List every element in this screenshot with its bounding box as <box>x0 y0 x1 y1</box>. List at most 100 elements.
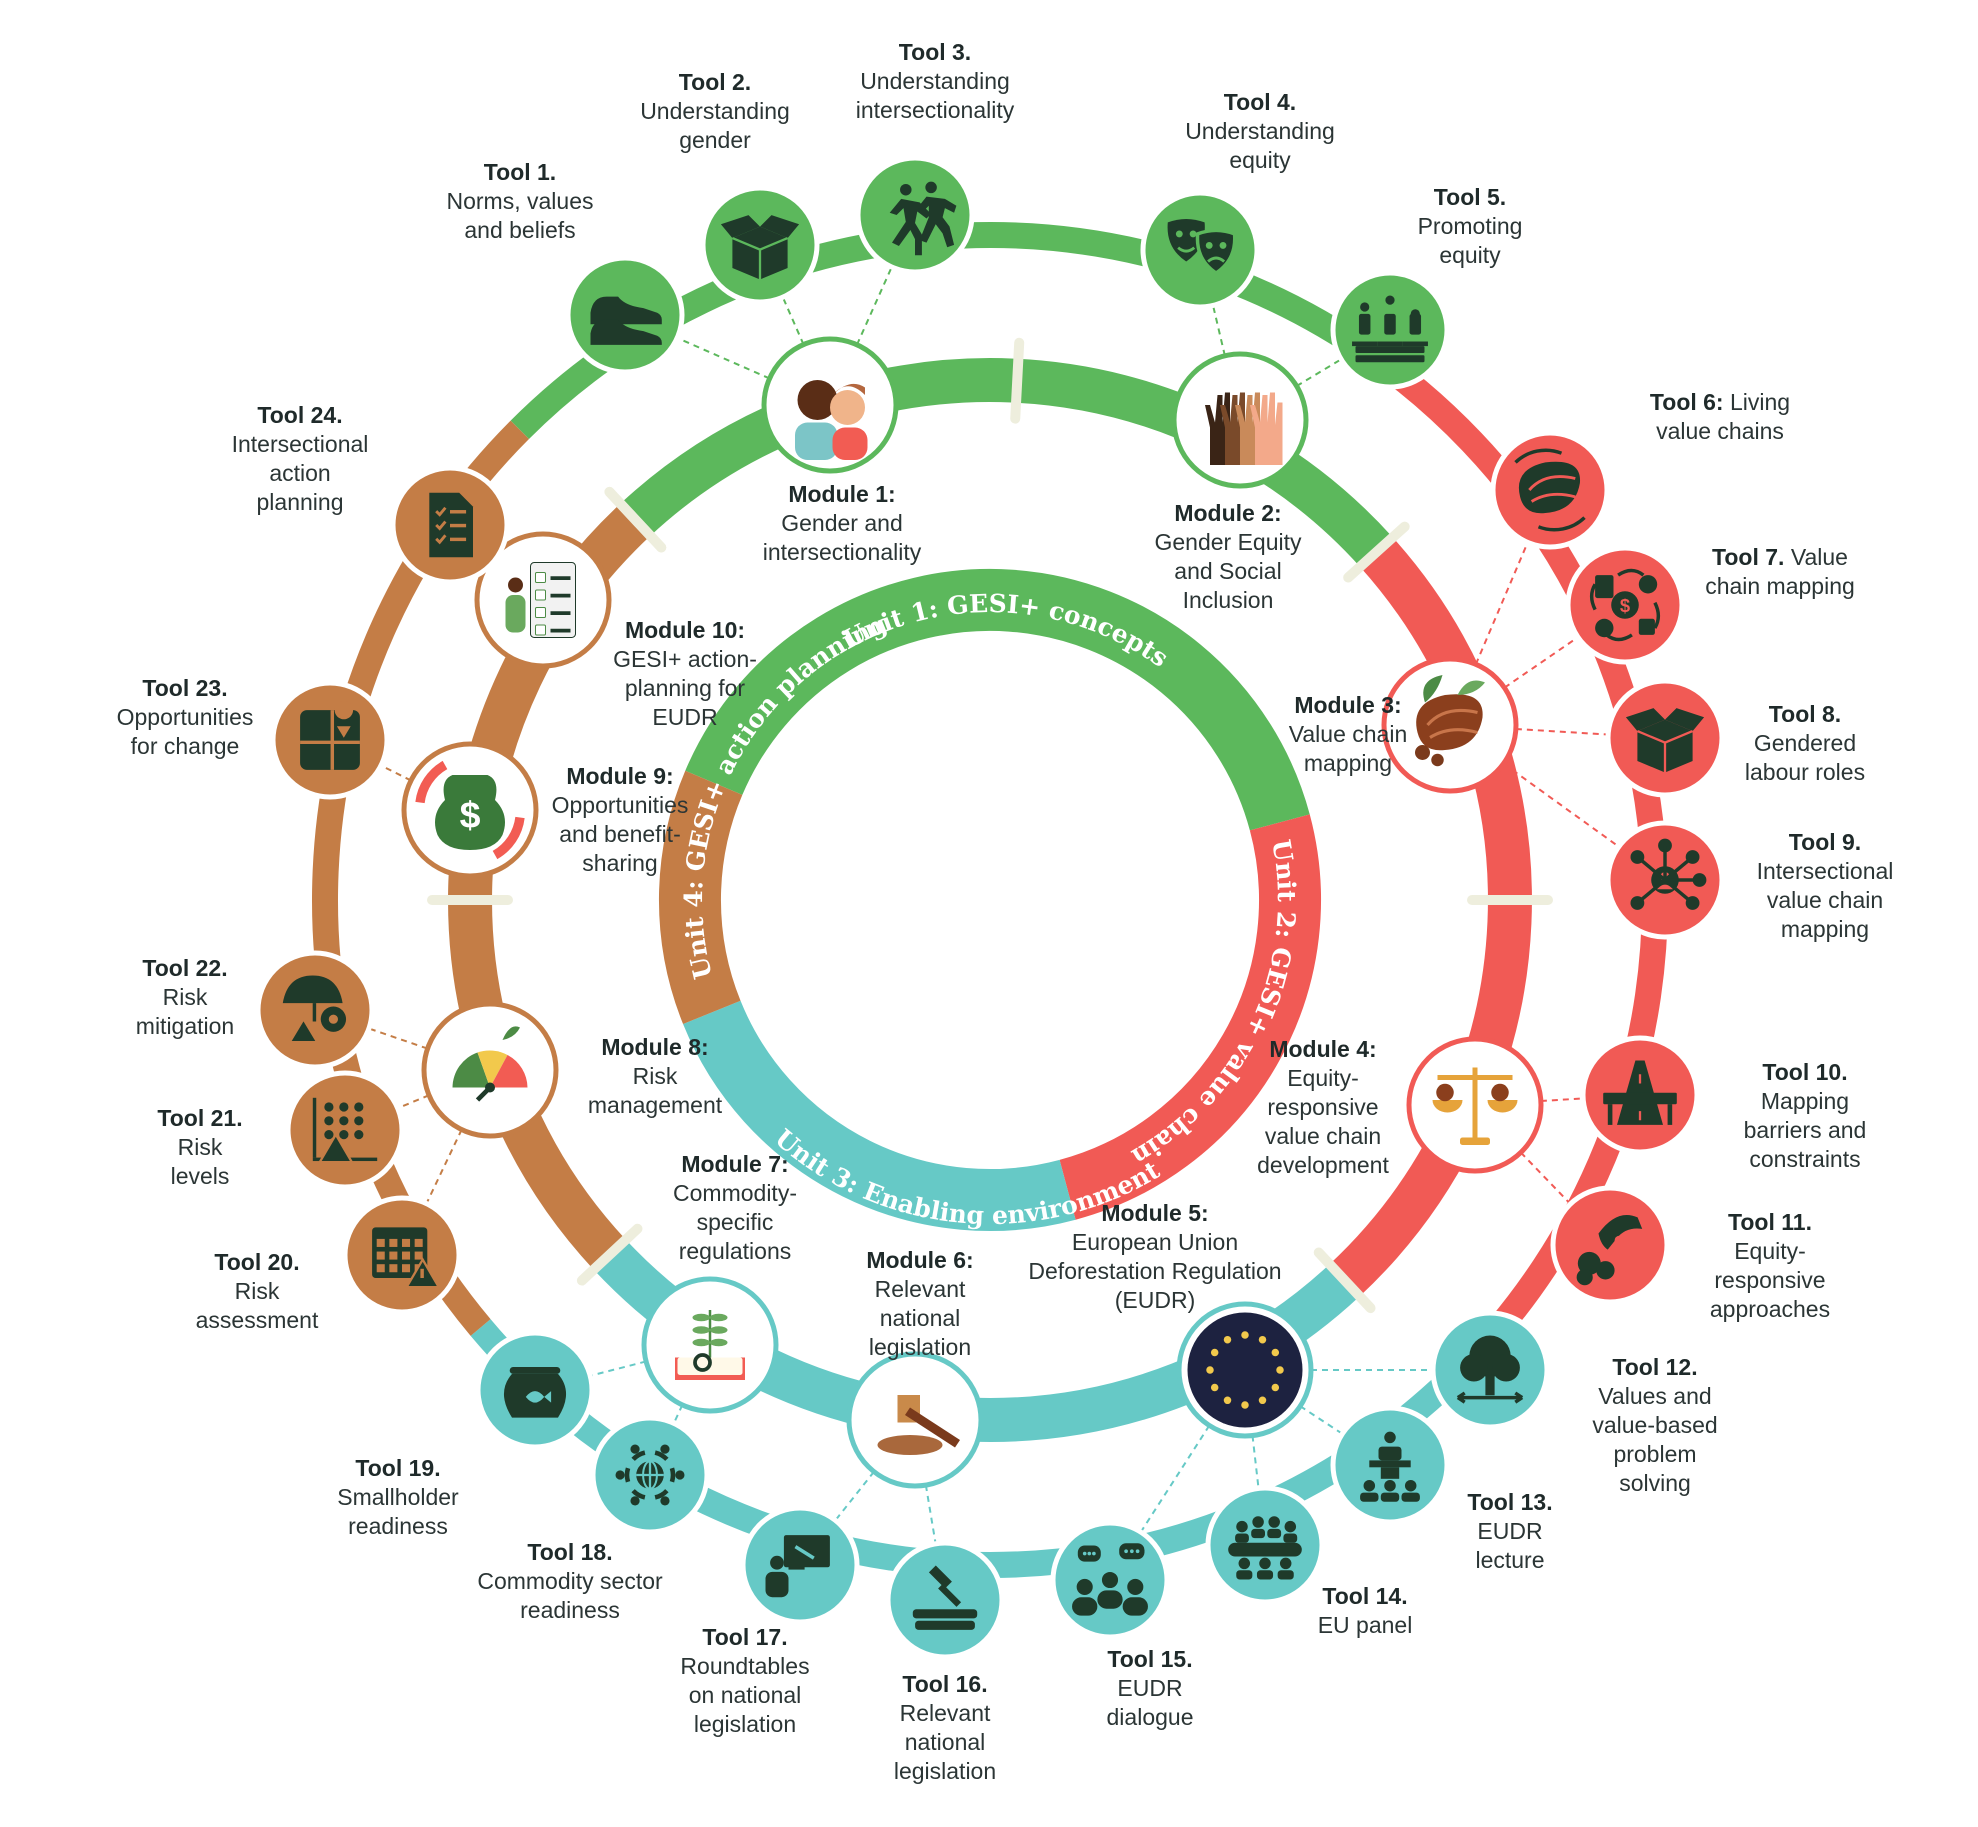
module-line: Relevant <box>875 1276 966 1302</box>
tool-8-node[interactable] <box>1605 678 1725 798</box>
checklist-person-icon <box>485 542 601 658</box>
tool-14-node[interactable] <box>1205 1485 1325 1605</box>
module-tool-link <box>1109 1369 1246 1581</box>
tool-20-node[interactable] <box>342 1195 462 1315</box>
module-line: Deforestation Regulation <box>1028 1258 1281 1284</box>
umbrella-gear-icon <box>282 975 347 1044</box>
module-title: Module 6: <box>866 1247 973 1273</box>
tool-13-node[interactable] <box>1330 1405 1450 1525</box>
tool-7-node[interactable]: $ <box>1565 545 1685 665</box>
module-2-node[interactable] <box>1171 351 1309 489</box>
tool-15-node[interactable] <box>1050 1520 1170 1640</box>
tool-4-node[interactable] <box>1140 190 1260 310</box>
tool-16-node[interactable] <box>885 1540 1005 1660</box>
tool-9-node[interactable] <box>1605 820 1725 940</box>
module-tool-link <box>534 1344 711 1391</box>
tool-line: Understanding <box>640 98 790 124</box>
open-box-icon <box>720 215 800 280</box>
module-line: (EUDR) <box>1115 1287 1196 1313</box>
tool-title: Tool 22. <box>142 955 227 981</box>
module-divider <box>1313 1247 1376 1314</box>
module-title: Module 4: <box>1269 1036 1376 1062</box>
tool-line: intersectionality <box>856 97 1015 123</box>
tool-title: Tool 23. <box>142 675 227 701</box>
tool-22-node[interactable] <box>255 950 375 1070</box>
theatre-masks-icon <box>1167 218 1237 276</box>
tool-11-node[interactable] <box>1550 1185 1670 1305</box>
tool-line: problem <box>1613 1441 1696 1467</box>
cocoa-cycle-icon <box>1514 448 1586 532</box>
tool-1-node[interactable] <box>565 255 685 375</box>
tool-title: Tool 7. Value <box>1712 544 1848 570</box>
module-line: Gender Equity <box>1154 529 1302 555</box>
module-line: European Union <box>1072 1229 1238 1255</box>
tool-10-node[interactable] <box>1580 1035 1700 1155</box>
tool-2-node[interactable] <box>700 185 820 305</box>
tool-title: Tool 5. <box>1434 184 1506 210</box>
module-7-node[interactable] <box>641 1276 779 1414</box>
tool-line: lecture <box>1475 1547 1544 1573</box>
tool-title: Tool 1. <box>484 159 556 185</box>
tool-nodes: $ <box>255 155 1725 1660</box>
tool-title: Tool 4. <box>1224 89 1296 115</box>
module-8-node[interactable] <box>421 1001 559 1139</box>
tool-title: Tool 6: Living <box>1650 389 1790 415</box>
tool-17-node[interactable] <box>740 1505 860 1625</box>
tool-title: Tool 20. <box>214 1249 299 1275</box>
tool-23-node[interactable] <box>270 680 390 800</box>
module-5-node[interactable] <box>1176 1301 1314 1439</box>
tool-21-node[interactable] <box>285 1070 405 1190</box>
module-tool-link <box>914 1419 946 1601</box>
tool-title: Tool 16. <box>902 1671 987 1697</box>
tool-6-node[interactable] <box>1490 430 1610 550</box>
tool-19-node[interactable] <box>475 1330 595 1450</box>
tool-line: planning <box>257 489 344 515</box>
tool-5-node[interactable] <box>1330 270 1450 390</box>
module-4-node[interactable] <box>1406 1036 1544 1174</box>
tool-24-node[interactable] <box>390 465 510 585</box>
module-3-node[interactable] <box>1381 656 1519 794</box>
tool-line: Mapping <box>1761 1088 1849 1114</box>
raised-hands-icon <box>1182 362 1298 478</box>
people-on-blocks-icon <box>1352 295 1428 363</box>
module-10-node[interactable] <box>474 531 612 669</box>
module-9-node[interactable]: $ <box>401 741 539 879</box>
tool-line: value chains <box>1656 418 1784 444</box>
tool-12-node[interactable] <box>1430 1310 1550 1430</box>
open-box-icon <box>1625 708 1705 773</box>
cocoa-pod-icon <box>1415 675 1485 767</box>
tool-line: Opportunities <box>117 704 254 730</box>
module-divider <box>1343 521 1410 583</box>
tool-line: Intersectional <box>232 431 369 457</box>
tool-line: national <box>905 1729 986 1755</box>
tool-title: Tool 18. <box>527 1539 612 1565</box>
module-title: Module 1: <box>788 481 895 507</box>
tool-line: labour roles <box>1745 759 1865 785</box>
module-title: Module 9: <box>566 763 673 789</box>
module-1-node[interactable] <box>761 336 899 474</box>
module-line: and benefit- <box>559 821 680 847</box>
tool-line: EUDR <box>1477 1518 1542 1544</box>
module-nodes: $ <box>401 336 1544 1489</box>
tool-18-node[interactable] <box>590 1415 710 1535</box>
module-6-node[interactable] <box>846 1351 984 1489</box>
tool-3-node[interactable] <box>855 155 975 275</box>
middle-track-red <box>1329 537 1532 1297</box>
tool-title: Tool 3. <box>899 39 971 65</box>
